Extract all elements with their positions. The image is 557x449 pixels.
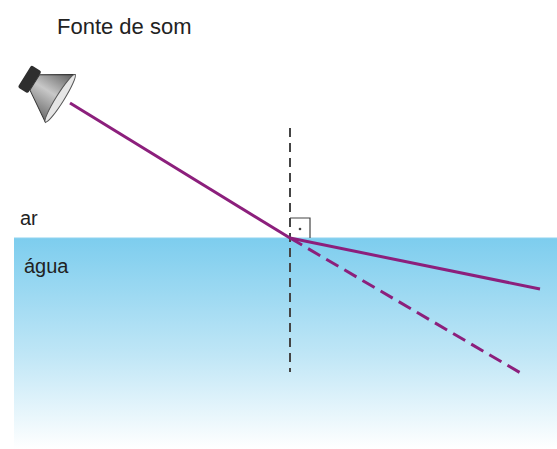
refracted-ray	[290, 238, 540, 289]
normal-line	[289, 128, 291, 372]
source-label: Fonte de som	[57, 16, 192, 38]
right-angle-dot	[299, 228, 302, 231]
right-angle-mark	[290, 218, 310, 238]
speaker-icon	[10, 52, 79, 124]
interface-line	[14, 238, 557, 239]
extended-ray	[290, 238, 524, 375]
medium-label: água	[24, 256, 69, 276]
incident-ray	[70, 103, 290, 238]
medium-label: ar	[20, 208, 38, 228]
water-region	[14, 238, 557, 449]
